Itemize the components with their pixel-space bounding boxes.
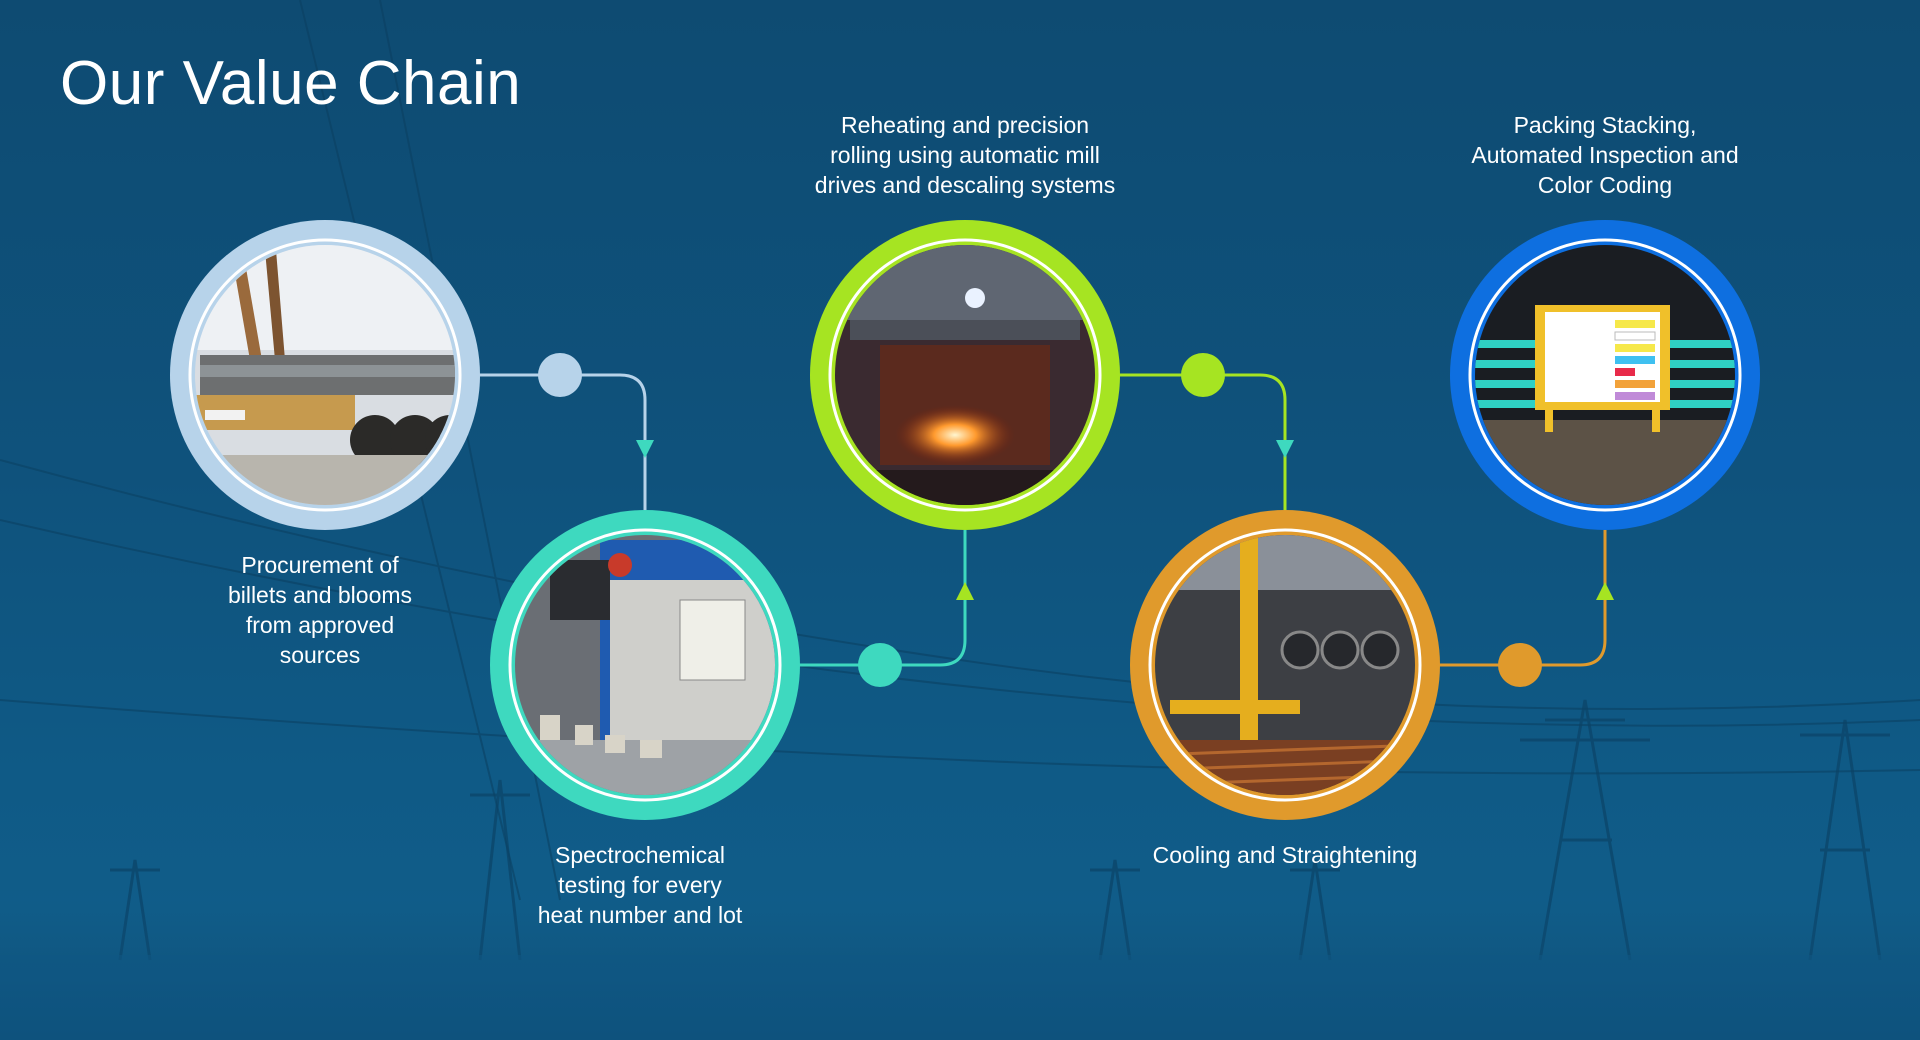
connector-2-3 (795, 530, 967, 667)
connector-3-4 (1115, 373, 1287, 510)
connector-arrow-1 (636, 440, 654, 458)
connector-arrow-2 (956, 582, 974, 600)
stage-2-caption: Spectrochemical testing for every heat n… (537, 842, 743, 928)
spectrometer-lab-photo (515, 535, 775, 795)
stage-2-circle (490, 510, 800, 820)
connector-node-2 (858, 643, 902, 687)
page-title: Our Value Chain (60, 49, 522, 118)
stage-3-circle (810, 220, 1120, 530)
stage-1-caption: Procurement of billets and blooms from a… (227, 552, 413, 668)
connector-arrow-4 (1596, 582, 1614, 600)
stage-5-caption: Packing Stacking, Automated Inspection a… (1471, 112, 1739, 198)
connector-4-5 (1435, 530, 1607, 667)
stage-5-circle (1450, 220, 1760, 530)
connector-1-2 (475, 373, 647, 510)
connector-node-3 (1181, 353, 1225, 397)
stage-3-caption: Reheating and precision rolling using au… (814, 112, 1116, 198)
connector-node-4 (1498, 643, 1542, 687)
stage-1-circle (170, 220, 480, 530)
connector-node-1 (538, 353, 582, 397)
color-coded-stack-photo (1475, 245, 1735, 505)
stage-4-caption: Cooling and Straightening (1152, 842, 1418, 868)
connector-arrow-3 (1276, 440, 1294, 458)
stage-4-circle (1130, 510, 1440, 820)
reheating-furnace-photo (835, 245, 1095, 505)
